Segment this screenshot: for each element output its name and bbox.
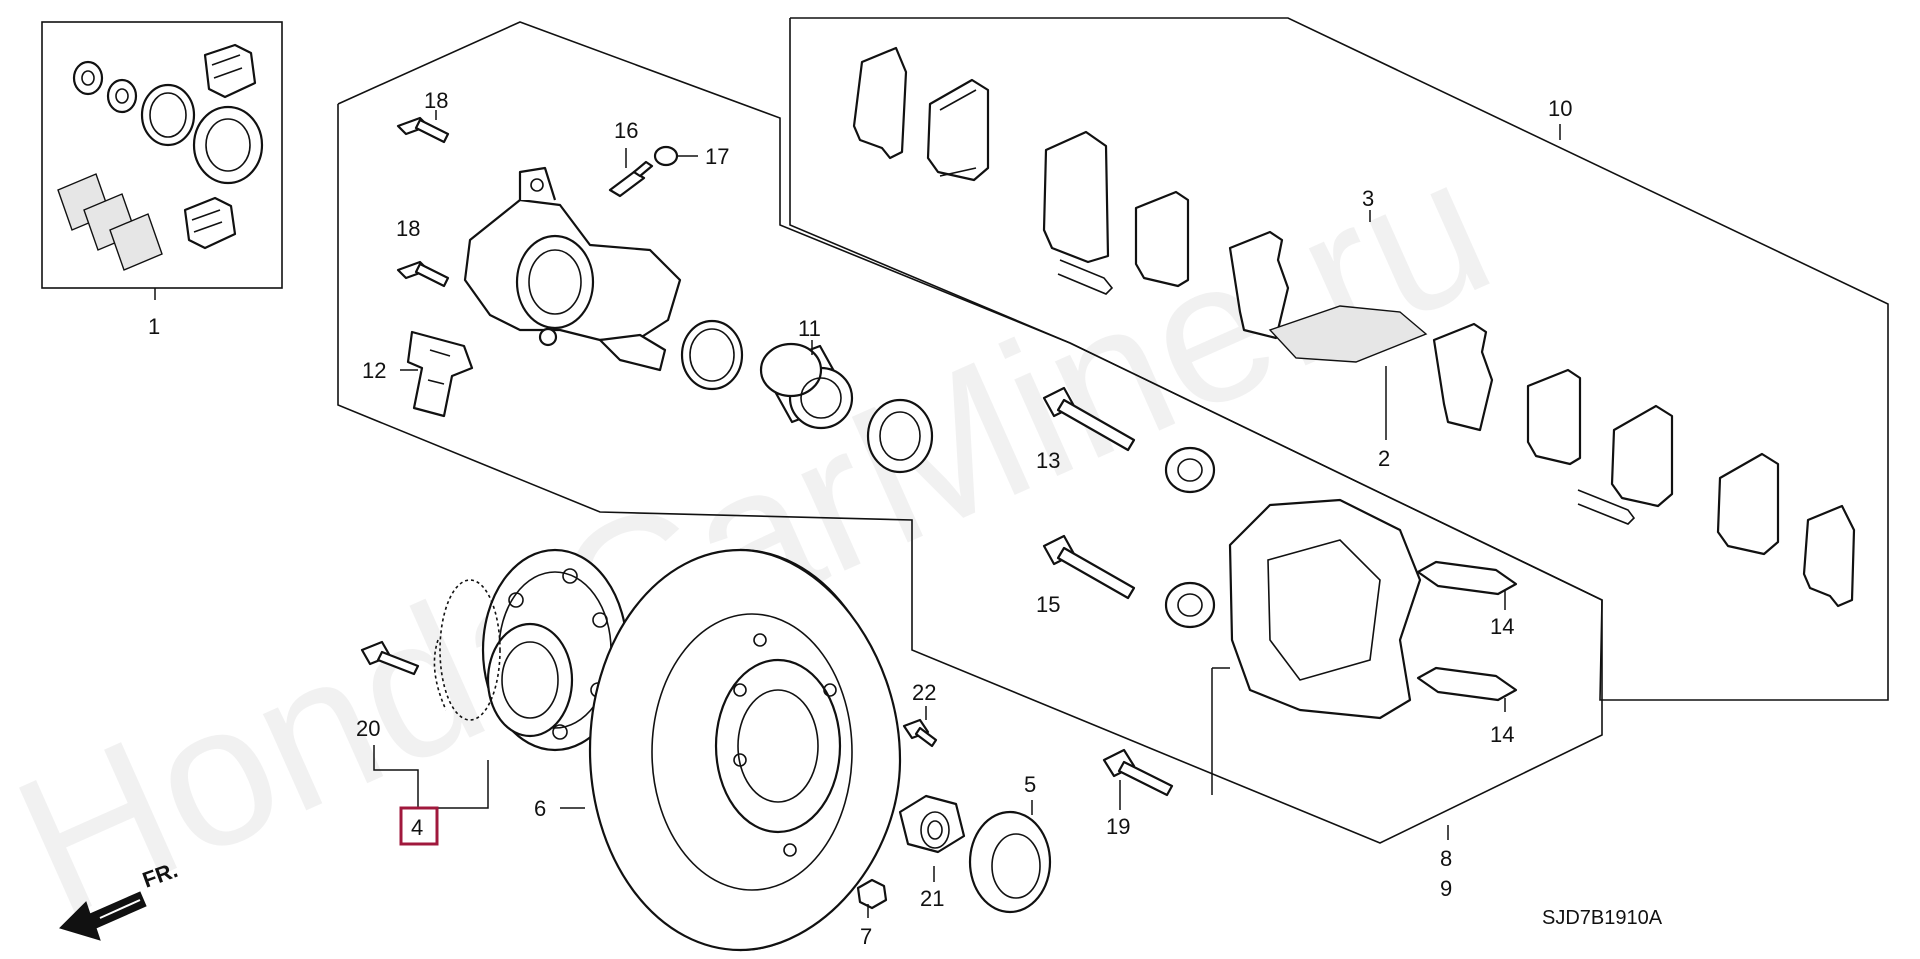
bolt-18-lower [396,260,450,288]
disc-screw-7 [856,878,888,910]
hub-bearing-assembly [433,548,629,752]
label-12: 12 [362,358,386,383]
label-15: 15 [1036,592,1060,617]
pin-boot-upper [1164,446,1216,494]
label-2: 2 [1378,446,1390,471]
label-11: 11 [798,316,821,341]
front-direction-arrow [59,891,147,941]
bolt-18-upper [396,116,450,144]
label-19: 19 [1106,814,1130,839]
label-4: 4 [411,815,423,840]
label-5: 5 [1024,772,1036,797]
label-16: 16 [614,118,638,143]
label-1: 1 [148,314,160,339]
seal-kit-box [41,21,283,300]
label-6: 6 [534,796,546,821]
caliper-bracket [1228,498,1422,720]
bolt-22 [902,718,938,748]
bracket-bolt-19 [1102,748,1174,797]
highlight-box-4 [399,806,439,846]
pad-spring-12 [406,330,474,418]
brake-pad-set-10 [852,46,1856,608]
label-3: 3 [1362,186,1374,211]
caliper-body [463,166,682,372]
label-22: 22 [912,680,936,705]
guide-pin-15 [1042,534,1136,600]
label-8: 8 [1440,846,1452,871]
piston-11 [759,342,854,430]
bleeder-screw-16 [608,160,654,198]
label-14-lower: 14 [1490,722,1514,747]
pad-shim-14-upper [1416,560,1518,596]
label-17: 17 [705,144,729,169]
guide-pin-13 [1042,386,1136,452]
hub-cap-5 [968,810,1052,914]
pin-boot-lower [1164,581,1216,629]
caliper-group-frame [337,21,1603,844]
brake-disc [588,548,902,952]
piston-boot [866,398,934,474]
label-18-upper: 18 [424,88,448,113]
label-7: 7 [860,924,872,949]
label-21: 21 [920,886,944,911]
label-20: 20 [356,716,380,741]
pad-shim-14-lower [1416,666,1518,702]
hub-bolt-20 [360,640,420,676]
piston-seal [680,319,744,391]
spindle-nut-21 [898,794,966,854]
label-14-upper: 14 [1490,614,1514,639]
label-10: 10 [1548,96,1572,121]
label-13: 13 [1036,448,1060,473]
bleeder-cap-17 [653,145,679,167]
label-9: 9 [1440,876,1452,901]
label-18-lower: 18 [396,216,420,241]
diagram-code: SJD7B1910A [1542,907,1663,929]
pad-group-frame [789,17,1889,701]
